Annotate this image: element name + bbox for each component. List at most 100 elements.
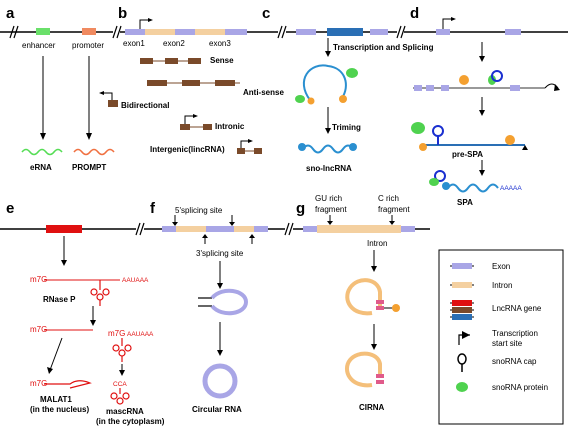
antisense-label: Anti-sense <box>243 88 284 97</box>
c-snorna-protein-2 <box>346 68 358 78</box>
transcription-splicing-label: Transcription and Splicing <box>333 43 434 52</box>
legend-intron-symbol <box>450 282 474 288</box>
sno-lncrna-cap-left <box>298 143 306 151</box>
f-arrowhead-1 <box>217 283 223 289</box>
e-arrowhead-3 <box>47 367 53 374</box>
g-arrowhead-2 <box>371 344 377 350</box>
bottom-track-breaks <box>135 222 294 236</box>
sno-lncrna-cap-right <box>349 143 357 151</box>
bidirectional-gene <box>99 91 118 107</box>
b-tss-arrow <box>139 19 150 29</box>
e-arrowhead-2 <box>90 320 96 326</box>
panel-label-e: e <box>6 200 14 217</box>
spa-structure <box>429 170 499 193</box>
panel-label-f: f <box>150 200 156 217</box>
pre-spa-label: pre-SPA <box>452 150 483 159</box>
circular-rna-label: Circular RNA <box>192 405 242 414</box>
exon2-label: exon2 <box>163 39 185 48</box>
legend-snorna-cap-label: snoRNA cap <box>492 357 537 366</box>
g-exon-left <box>303 226 317 232</box>
promoter-label: promoter <box>72 41 104 50</box>
intron-box-2 <box>195 29 225 35</box>
legend-snorna-cap-symbol <box>457 353 467 372</box>
d-pre-transcript <box>413 70 560 91</box>
legend-snorna-protein-symbol <box>456 382 468 392</box>
gu-rich-label-2: fragment <box>315 205 347 214</box>
c-precursor-rna <box>303 64 347 101</box>
circular-rna-ring <box>202 363 238 399</box>
panel-label-c: c <box>262 5 270 22</box>
c-exon-left <box>296 29 316 35</box>
erna-wave <box>21 148 63 156</box>
g-arrowhead-1 <box>371 266 377 272</box>
gu-rich-label-1: GU rich <box>315 194 342 203</box>
malat1-cap-label: m7G <box>30 379 47 388</box>
c-snorna-cap-right <box>339 95 347 103</box>
promoter-box <box>82 28 96 35</box>
intronic-gene <box>180 114 212 130</box>
panel-label-d: d <box>410 5 419 22</box>
e-arrow-3 <box>49 337 63 371</box>
legend-snorna-protein-label: snoRNA protein <box>492 383 548 392</box>
exon1-box <box>125 29 145 35</box>
g-intron <box>317 225 401 233</box>
antisense-gene <box>147 80 240 86</box>
exon2-box <box>175 29 195 35</box>
e-arrowhead-4 <box>119 370 125 376</box>
bidirectional-label: Bidirectional <box>121 101 169 110</box>
f-backsplicing-intermediate <box>198 288 249 316</box>
spa-label: SPA <box>457 198 473 207</box>
f-exon-1 <box>162 226 176 232</box>
g-fragment-pointers <box>329 215 393 223</box>
f-exon-3 <box>254 226 268 232</box>
enhancer-label: enhancer <box>22 41 56 50</box>
panel-label-b: b <box>118 5 127 22</box>
sense-gene <box>140 58 201 64</box>
g-lariat-intermediate <box>345 278 400 316</box>
ci-rna-structure <box>344 351 384 388</box>
intergenic-label: Intergenic(lincRNA) <box>150 145 225 154</box>
panel-a-arrowheads <box>40 133 92 140</box>
g-fragment-arrowheads <box>327 221 395 225</box>
erna-label: eRNA <box>30 163 52 172</box>
d-arrowhead-1 <box>479 56 485 62</box>
malat1-triple-helix <box>44 380 92 389</box>
rnase-p-label: RNase P <box>43 295 76 304</box>
f-arrowhead-2 <box>217 350 223 356</box>
sno-lncrna-label: sno-lncRNA <box>306 164 352 173</box>
panel-label-a: a <box>6 5 15 22</box>
legend-exon-label: Exon <box>492 262 510 271</box>
mascrna-structure <box>110 388 130 405</box>
legend-tss-label-2: start site <box>492 339 523 348</box>
e-precursor-signal-label: AAUAAA <box>122 277 149 284</box>
legend-box <box>438 249 564 425</box>
c-snorna-protein-1 <box>295 95 305 103</box>
ci-rna-label: CIRNA <box>359 403 385 412</box>
c-arrowhead-1 <box>325 51 331 57</box>
sense-label: Sense <box>210 56 234 65</box>
e-cleaved-cap-label-2: m7G <box>108 329 125 338</box>
d-arrowhead-2 <box>479 110 485 116</box>
legend-lncrna-gene-symbol <box>450 300 474 320</box>
mascrna-label: mascRNA <box>106 407 144 416</box>
prompt-wave <box>73 148 115 156</box>
panel-a-arrows <box>42 56 90 135</box>
legend-tss-label-1: Transcription <box>492 329 538 338</box>
intergenic-gene <box>237 139 262 154</box>
d-exon-1 <box>436 29 450 35</box>
mascrna-location-label: (in the cytoplasm) <box>96 417 165 426</box>
g-intron-label: Intron <box>367 239 387 248</box>
exon3-label: exon3 <box>209 39 231 48</box>
five-splicing-site-label: 5'splicing site <box>175 206 223 215</box>
e-lncrna-gene <box>46 225 82 233</box>
e-trna-like-structure-2 <box>112 338 132 362</box>
intron-box-1 <box>145 29 175 35</box>
c-exon-right <box>370 29 388 35</box>
d-arrowhead-3 <box>479 170 485 176</box>
prompt-label: PROMPT <box>72 163 106 172</box>
exon1-label: exon1 <box>123 39 145 48</box>
c-lncrna-gene <box>327 28 363 36</box>
d-snorna-protein <box>411 122 425 134</box>
d-exon-2 <box>505 29 521 35</box>
